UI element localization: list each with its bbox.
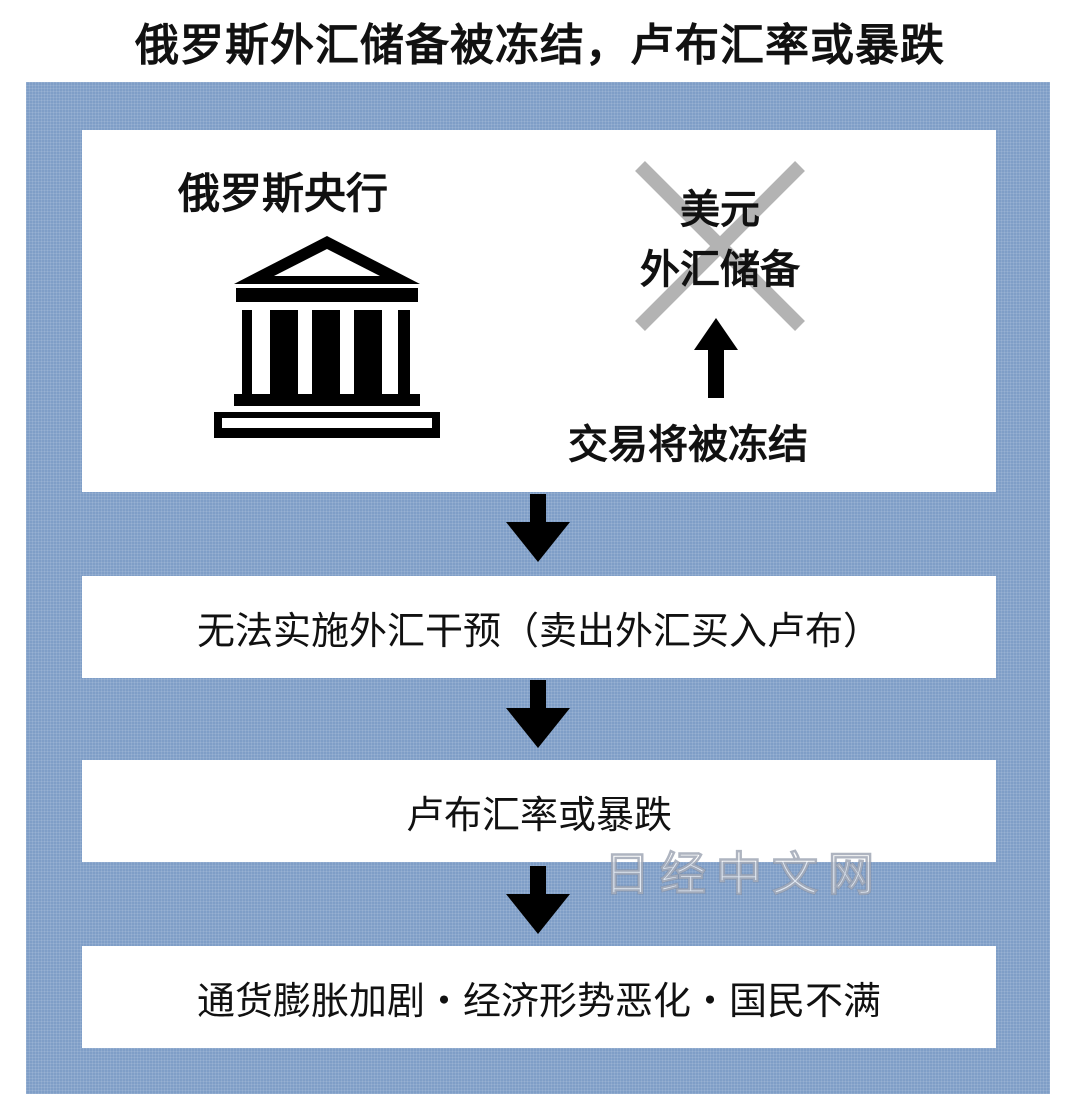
cross-mark-icon	[635, 161, 805, 331]
page-title: 俄罗斯外汇储备被冻结，卢布汇率或暴跌	[135, 20, 945, 71]
up-arrow-icon	[694, 318, 738, 398]
central-bank-label: 俄罗斯央行	[178, 169, 389, 218]
bank-building-icon	[214, 236, 440, 438]
watermark: 日经中文网	[604, 847, 884, 902]
down-arrow-icon	[506, 494, 570, 562]
step-2-text: 卢布汇率或暴跌	[405, 792, 672, 837]
reserve-line-1: 美元	[680, 187, 760, 233]
reserve-line-2: 外汇储备	[640, 247, 800, 293]
down-arrow-icon	[506, 680, 570, 748]
step-1-text: 无法实施外汇干预（卖出外汇买入卢布）	[196, 608, 881, 653]
step-3-text: 通货膨胀加剧・经济形势恶化・国民不满	[196, 978, 881, 1023]
freeze-note: 交易将被冻结	[568, 422, 808, 468]
step-box-1: 无法实施外汇干预（卖出外汇买入卢布）	[82, 576, 996, 678]
usd-reserve-label: 美元 外汇储备	[610, 180, 830, 300]
step-box-3: 通货膨胀加剧・经济形势恶化・国民不满	[82, 946, 996, 1048]
step-box-2: 卢布汇率或暴跌	[82, 760, 996, 862]
down-arrow-icon	[506, 866, 570, 934]
